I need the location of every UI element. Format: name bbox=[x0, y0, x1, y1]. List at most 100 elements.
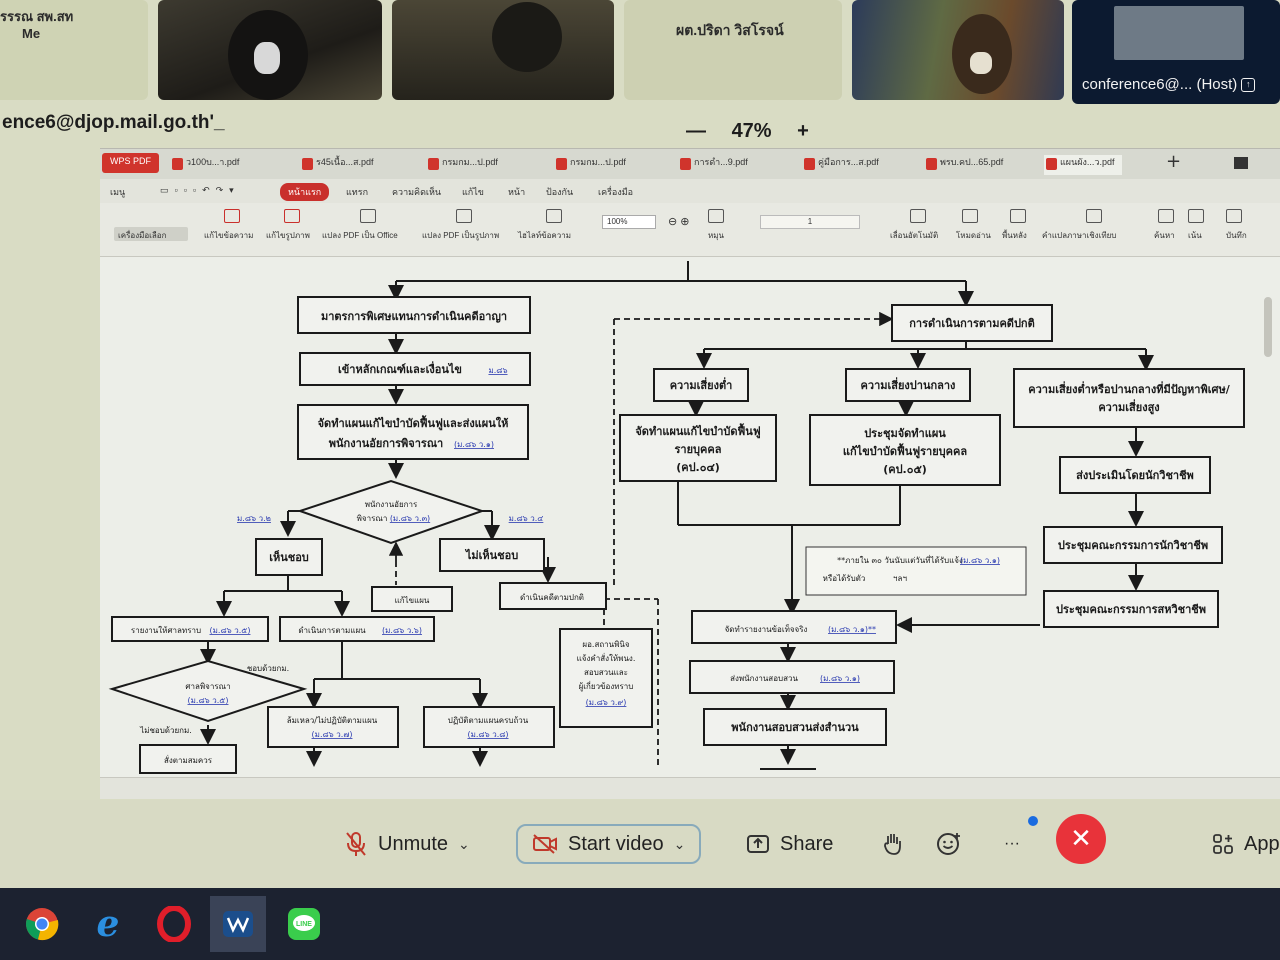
window-icon[interactable] bbox=[1234, 157, 1248, 169]
participant-strip: รรรณ สพ.สท Me ผต.ปริดา วิสโรจน์ conferen… bbox=[0, 0, 1280, 104]
participant-silhouette bbox=[492, 2, 562, 72]
fc-low-box-1: จัดทำแผนแก้ไขบำบัดฟื้นฟู bbox=[635, 423, 760, 439]
menu-insert[interactable]: แทรก bbox=[346, 187, 369, 197]
menu-home[interactable]: หน้าแรก bbox=[280, 183, 330, 201]
fc-prosecute: ดำเนินคดีตามปกติ bbox=[520, 593, 584, 602]
menu-tools[interactable]: เครื่องมือ bbox=[598, 187, 634, 197]
opera-icon[interactable] bbox=[146, 896, 202, 952]
page-number-field[interactable]: 1 bbox=[760, 215, 860, 229]
edit-text-icon bbox=[224, 209, 240, 223]
fc-risk-high-1: ความเสี่ยงต่ำหรือปานกลางที่มีปัญหาพิเศษ/ bbox=[1028, 381, 1230, 396]
doc-tab[interactable]: การดำ...9.pdf bbox=[678, 155, 748, 175]
webex-icon[interactable] bbox=[210, 896, 266, 952]
start-video-button[interactable]: Start video ⌄ bbox=[516, 824, 702, 864]
video-off-icon bbox=[533, 834, 557, 854]
doc-tab[interactable]: ร45เนื้อ...ส.pdf bbox=[300, 155, 374, 175]
save-button[interactable]: บันทึก bbox=[1226, 231, 1247, 240]
edit-text-button[interactable]: แก้ไขข้อความ bbox=[204, 231, 254, 240]
participant-tile-2[interactable] bbox=[158, 0, 382, 100]
menu-comment[interactable]: ความคิดเห็น bbox=[392, 187, 442, 197]
participant-tile-host[interactable] bbox=[1072, 0, 1280, 104]
fc-link[interactable]: (ม.๘๖ ว.๑) bbox=[820, 674, 860, 683]
fc-link[interactable]: (ม.๘๖ ว.๑)** bbox=[828, 625, 876, 634]
highlight-button[interactable]: ไฮไลท์ข้อความ bbox=[518, 231, 571, 240]
fc-link[interactable]: (ม.๘๖ ว.๘) bbox=[467, 730, 508, 739]
doc-tab[interactable]: กรมกม...ป.pdf bbox=[554, 155, 626, 175]
fc-fact-report: จัดทำรายงานข้อเท็จจริง bbox=[725, 624, 808, 634]
participant-tile-me[interactable]: รรรณ สพ.สท Me bbox=[0, 0, 148, 100]
fc-link[interactable]: (ม.๘๖ ว.๕) bbox=[210, 626, 251, 635]
chrome-icon[interactable] bbox=[14, 896, 70, 952]
fc-link[interactable]: (ม.๘๖ ว.๓) bbox=[390, 514, 430, 523]
apps-label: App bbox=[1244, 832, 1280, 855]
pdf-canvas[interactable]: มาตรการพิเศษแทนการดำเนินคดีอาญา เข้าหลัก… bbox=[100, 257, 1280, 799]
menu-edit[interactable]: แก้ไข bbox=[462, 187, 484, 197]
zoom-field[interactable]: 100% bbox=[602, 215, 656, 229]
translate-button[interactable]: คำแปลภาษาเชิงเทียบ bbox=[1042, 231, 1117, 240]
select-tool-bg bbox=[114, 227, 188, 241]
fc-risk-high-2: ความเสี่ยงสูง bbox=[1098, 399, 1159, 415]
more-button[interactable]: ··· bbox=[1004, 824, 1020, 864]
pdf-to-office-button[interactable]: แปลง PDF เป็น Office bbox=[322, 231, 398, 240]
windows-taskbar: e LINE bbox=[0, 888, 1280, 960]
highlight-tool-button[interactable]: เน้น bbox=[1188, 231, 1202, 240]
vertical-scrollbar[interactable] bbox=[1264, 297, 1272, 357]
line-icon[interactable]: LINE bbox=[276, 896, 332, 952]
chevron-down-icon[interactable]: ⌄ bbox=[458, 835, 470, 852]
fc-note-2: หรือได้รับตัว bbox=[823, 574, 866, 583]
unmute-button[interactable]: Unmute ⌄ bbox=[344, 824, 470, 864]
zoom-level: 47% bbox=[731, 120, 772, 142]
zoom-icons[interactable]: ⊖ ⊕ bbox=[668, 216, 690, 228]
menu-page[interactable]: หน้า bbox=[508, 187, 526, 197]
doc-tab[interactable]: พรบ.คป...65.pdf bbox=[924, 155, 1003, 175]
pdf-to-image-icon bbox=[456, 209, 472, 223]
select-tool-button[interactable]: เครื่องมือเลือก bbox=[118, 231, 167, 240]
edit-image-button[interactable]: แก้ไขรูปภาพ bbox=[266, 231, 310, 240]
participant-tile-4[interactable]: ผต.ปริดา วิสโรจน์ bbox=[624, 0, 842, 100]
apps-icon bbox=[1213, 834, 1233, 854]
fc-link[interactable]: (ม.๘๖ ว.๑) bbox=[454, 440, 494, 449]
doc-tab-active[interactable]: แผนผัง...ว.pdf bbox=[1044, 155, 1123, 175]
participant-tile-3[interactable] bbox=[392, 0, 614, 100]
view-zoom-controls: — 47% + bbox=[676, 120, 819, 143]
doc-tab[interactable]: กรมกม...ป.pdf bbox=[426, 155, 498, 175]
share-button[interactable]: Share bbox=[746, 824, 833, 864]
fc-link[interactable]: ม.๘๖ ว.๔ bbox=[509, 514, 544, 523]
participant-name: ผต.ปริดา วิสโรจน์ bbox=[676, 22, 784, 38]
wps-brand-tab[interactable]: WPS PDF bbox=[102, 153, 160, 173]
chevron-down-icon[interactable]: ⌄ bbox=[673, 835, 686, 852]
fc-done-plan: ปฏิบัติตามแผนครบถ้วน bbox=[448, 716, 529, 725]
svg-text:LINE: LINE bbox=[296, 921, 312, 928]
background-button[interactable]: พื้นหลัง bbox=[1002, 231, 1027, 240]
participant-tile-5[interactable] bbox=[852, 0, 1064, 100]
new-tab-icon[interactable]: + bbox=[1166, 151, 1182, 172]
zoom-in-button[interactable]: + bbox=[797, 120, 809, 142]
raise-hand-button[interactable] bbox=[882, 824, 914, 864]
fc-link[interactable]: ม.๘๖ bbox=[488, 366, 507, 375]
fc-low-box-3: (คป.๐๔) bbox=[676, 461, 720, 474]
internet-explorer-icon[interactable]: e bbox=[96, 903, 120, 945]
read-mode-button[interactable]: โหมดอ่าน bbox=[956, 231, 991, 240]
zoom-out-button[interactable]: — bbox=[686, 120, 706, 142]
quick-access-icons[interactable]: ▭▫▫▫↶↷▾ bbox=[160, 185, 240, 195]
pdf-to-image-button[interactable]: แปลง PDF เป็นรูปภาพ bbox=[422, 231, 500, 240]
leave-button[interactable]: ✕ bbox=[1056, 814, 1106, 864]
apps-button[interactable]: App bbox=[1212, 824, 1280, 864]
fc-link[interactable]: (ม.๘๖ ว.๖) bbox=[382, 626, 422, 635]
fc-link[interactable]: (ม.๘๖ ว.๑) bbox=[960, 556, 1000, 565]
rotate-button[interactable]: หมุน bbox=[708, 231, 725, 240]
auto-scroll-button[interactable]: เลื่อนอัตโนมัติ bbox=[890, 231, 939, 240]
search-button[interactable]: ค้นหา bbox=[1154, 231, 1175, 240]
fc-link[interactable]: (ม.๘๖ ว.๙) bbox=[586, 698, 627, 707]
menu-protect[interactable]: ป้องกัน bbox=[546, 187, 574, 197]
exit-icon[interactable]: ↑ bbox=[1241, 78, 1256, 93]
fc-court-agree: ชอบด้วยกม. bbox=[247, 664, 289, 673]
doc-tab[interactable]: ว100บ...า.pdf bbox=[170, 155, 239, 175]
menu-button[interactable]: เมนู bbox=[110, 187, 126, 197]
fc-link[interactable]: ม.๘๖ ว.๒ bbox=[237, 514, 271, 523]
fc-link[interactable]: (ม.๘๖ ว.๕) bbox=[188, 696, 229, 705]
fc-link[interactable]: (ม.๘๖ ว.๗) bbox=[312, 730, 353, 739]
search-icon bbox=[1158, 209, 1174, 223]
reactions-button[interactable] bbox=[936, 824, 972, 864]
doc-tab[interactable]: คู่มือการ...ส.pdf bbox=[802, 155, 879, 175]
